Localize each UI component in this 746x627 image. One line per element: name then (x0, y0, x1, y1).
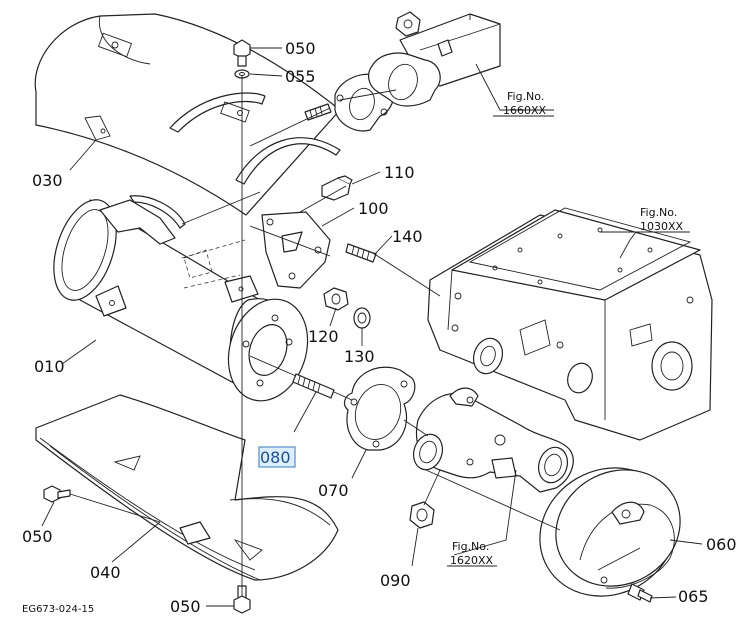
callout-leaders (41, 47, 703, 607)
callout-050-bottom[interactable]: 050 (170, 597, 201, 616)
bracket (261, 211, 331, 289)
callout-110[interactable]: 110 (384, 163, 415, 182)
muffler-body (53, 195, 309, 402)
figure-ref-leaders (447, 63, 690, 567)
stud-140 (345, 243, 377, 263)
exhaust-pipe (304, 11, 501, 132)
callout-labels: 050 055 030 110 100 140 120 130 010 080 … (22, 39, 737, 616)
fig-ref-1030-number[interactable]: 1030XX (640, 220, 684, 233)
heat-shield-upper (34, 13, 341, 216)
callout-130[interactable]: 130 (344, 347, 375, 366)
fig-ref-1620-label: Fig.No. (452, 540, 489, 553)
exhaust-gasket (343, 366, 416, 451)
callout-080[interactable]: 080 (260, 448, 291, 467)
callout-120[interactable]: 120 (308, 327, 339, 346)
callout-060[interactable]: 060 (706, 535, 737, 554)
callout-100[interactable]: 100 (358, 199, 389, 218)
washer-130 (353, 307, 371, 329)
fig-ref-1620-number[interactable]: 1620XX (450, 554, 494, 567)
callout-080-highlight (258, 446, 296, 468)
nut-120 (323, 287, 349, 311)
assembly-lines (69, 76, 561, 596)
stud-bolt (292, 373, 335, 399)
callout-090[interactable]: 090 (380, 571, 411, 590)
heat-shield-lower (35, 394, 339, 581)
bolt-050-top (233, 39, 251, 79)
callout-040[interactable]: 040 (90, 563, 121, 582)
bolt-110 (321, 175, 353, 201)
nut (409, 501, 435, 529)
fig-ref-1660-label: Fig.No. (507, 90, 544, 103)
fig-ref-1030-label: Fig.No. (640, 206, 677, 219)
callout-140[interactable]: 140 (392, 227, 423, 246)
callout-050-top[interactable]: 050 (285, 39, 316, 58)
bolt-050-left (43, 485, 71, 503)
callout-030[interactable]: 030 (32, 171, 63, 190)
callout-055[interactable]: 055 (285, 67, 316, 86)
exhaust-manifold (412, 387, 574, 493)
callout-050-left[interactable]: 050 (22, 527, 53, 546)
callout-070[interactable]: 070 (318, 481, 349, 500)
callout-065[interactable]: 065 (678, 587, 709, 606)
fig-ref-1660-number[interactable]: 1660XX (503, 104, 547, 117)
bolt-065 (627, 583, 653, 603)
cylinder-head (427, 207, 713, 441)
figure-references: Fig.No. 1660XX Fig.No. 1030XX Fig.No. 16… (450, 90, 684, 567)
cover-plate (539, 467, 681, 597)
diagram-code: EG673-024-15 (22, 604, 94, 615)
callout-010[interactable]: 010 (34, 357, 65, 376)
